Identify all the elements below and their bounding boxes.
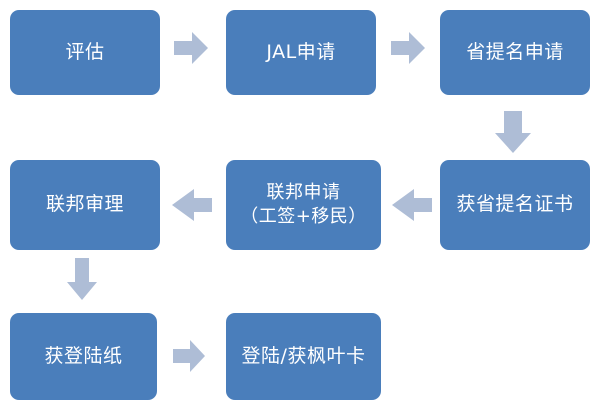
- flow-node-provincial-nomination-application[interactable]: 省提名申请: [440, 10, 590, 95]
- flow-node-federal-review[interactable]: 联邦审理: [10, 160, 160, 250]
- flow-node-provincial-nomination-certificate[interactable]: 获省提名证书: [440, 160, 590, 250]
- arrow-right-jal-to-provincial: [391, 32, 425, 64]
- flow-node-federal-application[interactable]: 联邦申请 （工签+移民）: [226, 160, 381, 250]
- arrow-right-landing-paper-to-pr-card: [173, 340, 205, 372]
- arrow-right-assessment-to-jal: [174, 32, 208, 64]
- arrow-left-federal-application-to-review: [172, 189, 212, 221]
- arrow-left-certificate-to-federal-application: [392, 189, 432, 221]
- flow-node-landing-paper[interactable]: 获登陆纸: [10, 313, 157, 400]
- arrow-down-provincial-to-certificate: [495, 111, 531, 153]
- arrow-down-review-to-landing-paper: [67, 258, 97, 300]
- flow-node-jal-application[interactable]: JAL申请: [226, 10, 376, 95]
- flow-node-assessment[interactable]: 评估: [10, 10, 160, 95]
- flow-node-landing-and-pr-card[interactable]: 登陆/获枫叶卡: [226, 313, 381, 400]
